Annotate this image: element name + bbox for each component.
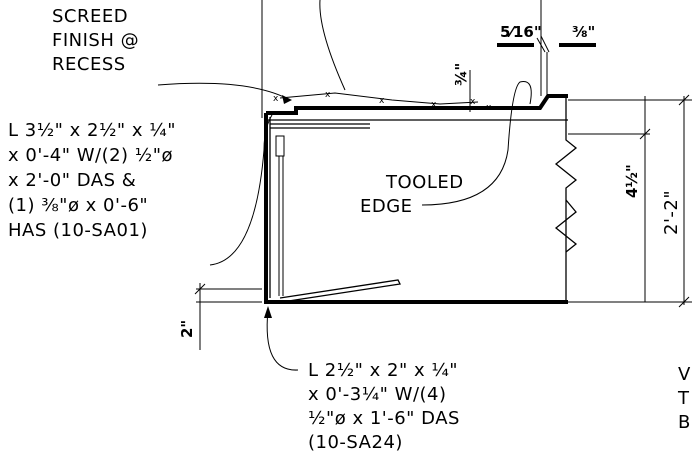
note-partial-3: B — [678, 412, 691, 433]
note-angle-bottom-1: L 2½" x 2" x ¼" — [308, 360, 458, 381]
leader-tooled-edge — [421, 80, 532, 206]
note-angle-top-1: L 3½" x 2½" x ¼" — [8, 120, 176, 141]
dim-tick — [540, 35, 550, 53]
break-line — [554, 96, 578, 302]
leader-angle-bottom — [266, 309, 299, 371]
note-partial-2: T — [677, 388, 690, 409]
dim-tick — [194, 283, 206, 295]
dim-tick — [678, 94, 690, 106]
svg-text:x: x — [379, 96, 385, 106]
note-angle-bottom-4: (10-SA24) — [308, 432, 403, 453]
slab-outline — [264, 113, 568, 304]
note-partial-1: V — [678, 364, 691, 385]
svg-text:x: x — [431, 100, 437, 110]
break-line — [554, 199, 578, 253]
note-angle-top-2: x 0'-4" W/(2) ½"ø — [8, 145, 173, 166]
dim-slab-thickness: 4½" — [623, 164, 641, 198]
dim-recess-width: 5⁄16" — [500, 23, 542, 41]
dim-recess-offset: ⅜" — [572, 23, 595, 41]
note-screed-1: SCREED — [52, 6, 128, 27]
dim-tick — [639, 128, 651, 140]
note-screed-3: RECESS — [52, 54, 126, 75]
note-angle-bottom-3: ½"ø x 1'-6" DAS — [308, 408, 460, 429]
anchor-stud — [275, 135, 285, 157]
note-angle-top-4: (1) ⅜"ø x 0'-6" — [8, 195, 148, 216]
svg-text:x: x — [325, 90, 331, 100]
dim-tick — [678, 296, 690, 308]
dim-bottom-offset: 2" — [178, 320, 196, 338]
slab-top-edge — [266, 94, 568, 115]
screed-line — [279, 92, 479, 105]
note-tooled-1: TOOLED — [385, 172, 464, 193]
note-angle-bottom-2: x 0'-3¼" W/(4) — [308, 384, 447, 405]
dim-total-depth: 2'-2" — [661, 190, 682, 235]
leader-top — [319, 0, 346, 91]
leader-angle-top — [209, 114, 273, 266]
sloped-anchor — [279, 279, 401, 303]
note-angle-top-5: HAS (10-SA01) — [8, 220, 148, 241]
svg-text:x: x — [470, 97, 476, 107]
dim-tick — [536, 37, 546, 53]
dim-recess-depth: ¾" — [452, 63, 470, 86]
arrowhead — [264, 306, 272, 318]
note-screed-2: FINISH @ — [52, 30, 139, 51]
svg-text:x: x — [273, 94, 279, 104]
note-tooled-2: EDGE — [360, 196, 413, 217]
leader-screed — [157, 82, 291, 101]
note-angle-top-3: x 2'-0" DAS & — [8, 170, 136, 191]
svg-text:x: x — [486, 103, 492, 113]
arrowhead — [282, 95, 292, 104]
